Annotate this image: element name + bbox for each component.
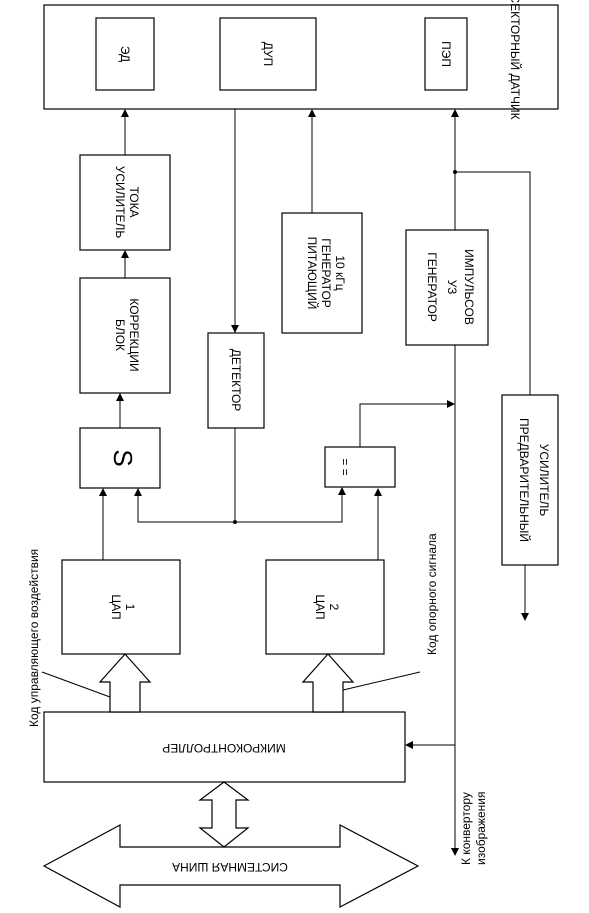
correction-block-label-1: БЛОК	[113, 319, 127, 351]
converter-label-1: К конвертору	[459, 792, 473, 865]
current-amplifier-box	[79, 154, 171, 251]
system-bus-arrow	[42, 823, 420, 909]
current-amplifier-label-1: УСИЛИТЕЛЬ	[113, 166, 127, 239]
comparator-output-arrow	[359, 400, 455, 447]
summator-label: S	[108, 449, 138, 466]
preamplifier-label-1: ПРЕДВАРИТЕЛЬНЫЙ	[517, 418, 532, 542]
ed-box	[95, 17, 155, 91]
dac1-bus-arrow	[98, 653, 152, 713]
ultrasound-generator-box	[405, 229, 489, 346]
control-code-leader	[41, 671, 111, 698]
converter-label-2: изображения	[474, 792, 488, 866]
dup-label: ДУП	[261, 42, 275, 67]
dac2-box	[265, 559, 385, 655]
pep-box	[424, 17, 468, 91]
dac1-box	[61, 559, 181, 655]
pep-label: ПЭП	[439, 41, 453, 67]
ultrasound-generator-label-1: ГЕНЕРАТОР	[425, 252, 439, 322]
system-bus-label: СИСТЕМНАЯ ШИНА	[172, 860, 288, 874]
supply-generator-box	[281, 212, 363, 334]
comparator-label: = =	[338, 458, 352, 475]
dac1-label-1: ЦАП	[109, 594, 123, 619]
ed-label: ЭД	[118, 46, 132, 62]
preamplifier-label-2: УСИЛИТЕЛЬ	[537, 444, 551, 517]
summator-box	[79, 427, 161, 489]
dac1-label-2: 1	[123, 604, 137, 611]
mcu-bus-double-arrow	[198, 781, 250, 848]
comparator-box	[324, 446, 396, 488]
ultrasound-generator-label-3: ИМПУЛЬСОВ	[462, 249, 476, 325]
ultrasound-generator-label-2: УЗ	[445, 280, 459, 295]
pep-to-preamp-line	[455, 171, 531, 395]
detector-to-summator-arrow	[134, 488, 235, 523]
sector-sensor-label-1: СЕКТОРНЫЙ ДАТЧИК	[508, 0, 523, 120]
supply-generator-label-1: ПИТАЮЩИЙ	[305, 237, 320, 310]
dup-box	[219, 17, 317, 91]
reference-code-label: Код опорного сигнала	[425, 533, 439, 655]
detector-box	[207, 332, 265, 429]
detector-label: ДЕТЕКТОР	[229, 349, 243, 412]
current-amplifier-label-2: ТОКА	[127, 186, 141, 217]
supply-generator-label-2: ГЕНЕРАТОР	[319, 238, 333, 308]
preamplifier-box	[501, 394, 559, 566]
detector-to-comparator-arrow	[235, 487, 346, 523]
reference-code-leader	[342, 671, 421, 691]
supply-generator-label-3: 10 кГц	[333, 255, 347, 290]
correction-block-label-2: КОРРЕКЦИИ	[127, 298, 141, 371]
control-code-label: Код управляющего воздействия	[27, 549, 41, 727]
microcontroller-box	[43, 711, 406, 783]
microcontroller-label: МИКРОКОНТРОЛЛЕР	[162, 741, 286, 755]
dac2-label-1: ЦАП	[313, 594, 327, 619]
dac2-bus-arrow	[301, 653, 355, 713]
dac2-label-2: 2	[327, 604, 341, 611]
correction-block-box	[79, 277, 171, 394]
